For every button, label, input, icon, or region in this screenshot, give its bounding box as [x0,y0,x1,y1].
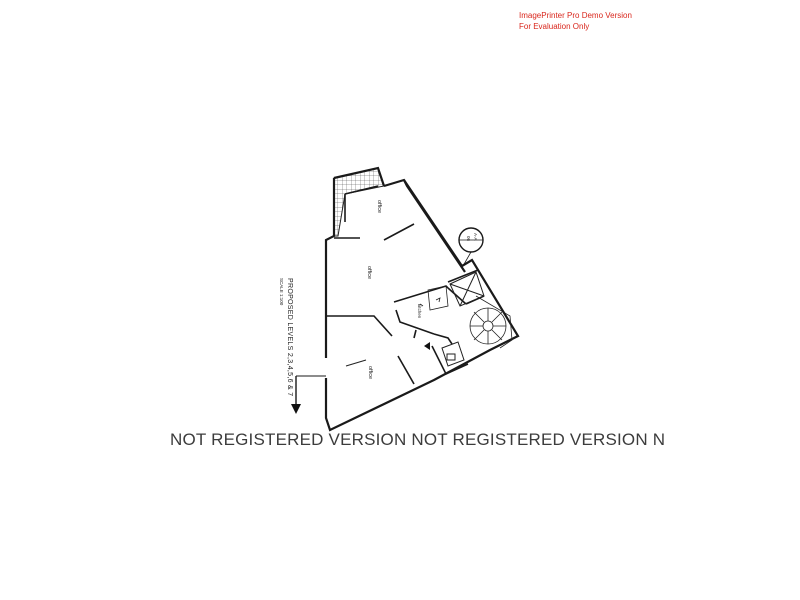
section-line [295,375,326,408]
room-label-office-mid: office [366,266,372,279]
demo-notice-line1: ImagePrinter Pro Demo Version [519,11,632,20]
section-marker-letter: A-A [473,233,478,241]
section-marker-sheet: 06 [466,236,471,242]
outer-walls [324,166,520,432]
room-label-kitchen: kitchen [417,304,422,319]
section-arrow [291,404,301,414]
entry-arrow [424,342,430,350]
watermark: NOT REGISTERED VERSION NOT REGISTERED VE… [170,430,666,449]
room-label-office-top: office [376,200,382,213]
drawing-scale: SCALE 1:100 [279,278,284,306]
demo-notice: ImagePrinter Pro Demo Version For Evalua… [519,10,632,32]
drawing-title: PROPOSED LEVELS 2,3,4,5,6 & 7 [286,278,293,396]
door-swing [345,359,367,367]
interior-walls [326,185,485,385]
section-marker: A-A 06 [458,227,484,267]
room-label-office-bottom: office [367,366,373,379]
kitchen-fixtures [419,285,449,311]
shaft [449,271,485,307]
lift [441,341,465,367]
demo-notice-line2: For Evaluation Only [519,22,590,31]
spiral-stair [469,295,513,349]
